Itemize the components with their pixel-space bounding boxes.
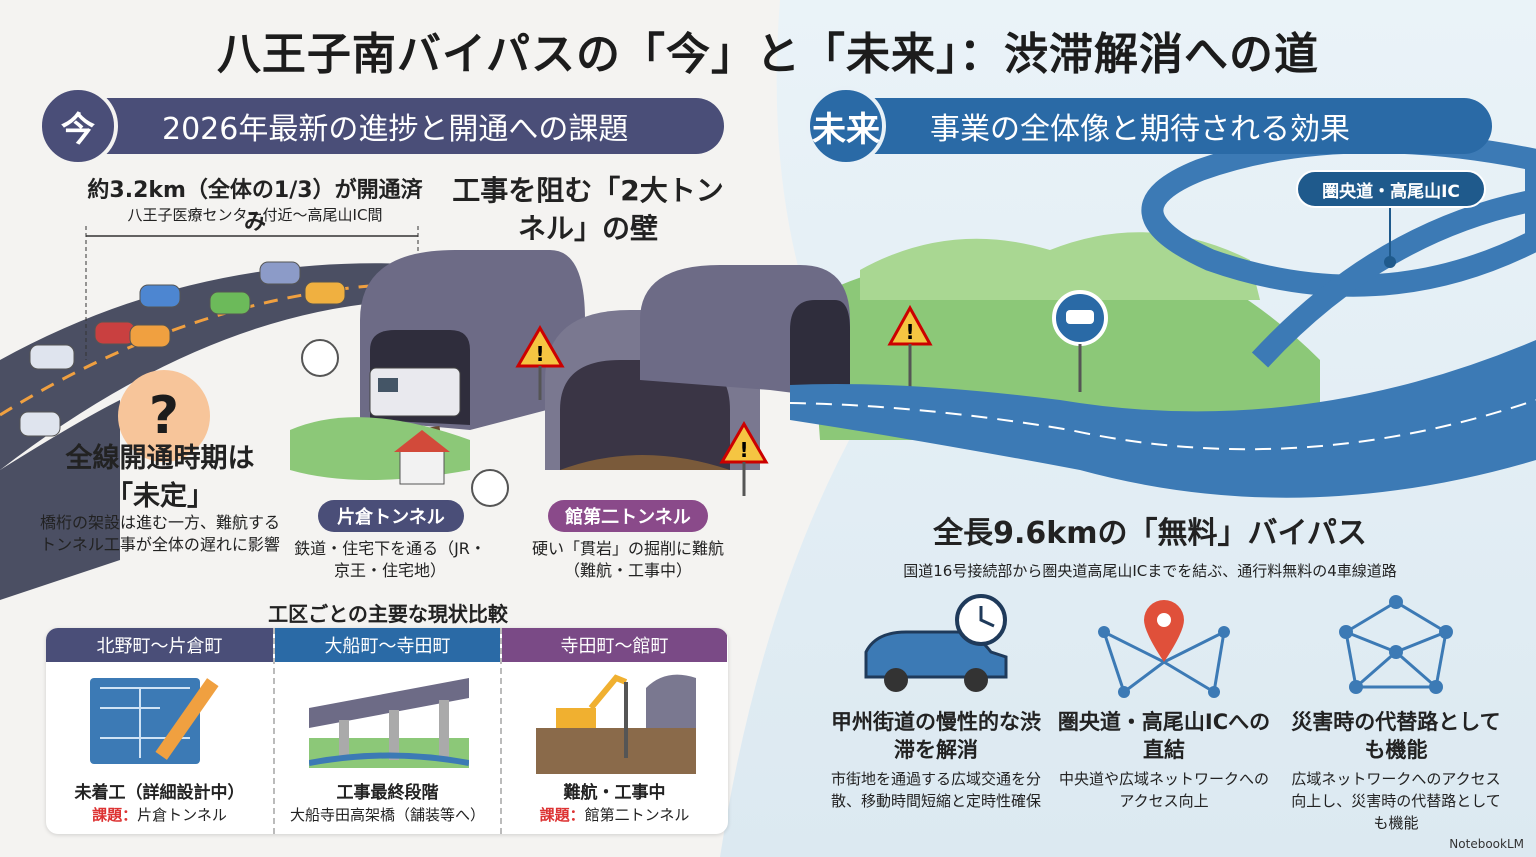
benefit-desc: 市街地を通過する広域交通を分散、移動時間短縮と定時性確保 [830, 770, 1041, 810]
free-bypass-title: 全長9.6kmの「無料」バイパス [933, 516, 1367, 551]
section-column: 北野町〜片倉町 未着工（詳細設計中） 課題：片倉トンネル [46, 628, 273, 834]
kan-tunnel-label: 館第二トンネル [548, 500, 708, 532]
future-badge: 未来 [806, 86, 886, 166]
section-name: 大船町〜寺田町 [275, 628, 500, 662]
car [209, 291, 251, 315]
car [304, 281, 346, 305]
benefit-title: 甲州街道の慢性的な渋滞を解消 [831, 710, 1041, 762]
undecided-title: 全線開通時期は「未定」 [65, 443, 255, 512]
benefit-title: 災害時の代替路としても機能 [1291, 710, 1501, 762]
undecided-desc: 橋桁の架設は進む一方、難航するトンネル工事が全体の遅れに影響 [40, 513, 281, 554]
kan-tunnel-desc: 硬い「貫岩」の掘削に難航（難航・工事中） [531, 539, 724, 580]
progress-main: 約3.2km（全体の1/3）が開通済み [87, 178, 423, 235]
svg-text:!: ! [905, 320, 914, 344]
left-highway [0, 263, 430, 470]
section-status: 難航・工事中 [563, 783, 666, 803]
section-name: 北野町〜片倉町 [46, 628, 273, 662]
house [399, 449, 445, 485]
warning-icon: ! [719, 421, 769, 496]
excavator-icon [536, 674, 696, 774]
future-section-header: 未来 事業の全体像と期待される効果 [806, 86, 1492, 166]
question-icon: ? [118, 370, 210, 462]
svg-text:!: ! [535, 342, 544, 366]
katakura-tunnel-label: 片倉トンネル [318, 500, 464, 532]
network-icon [1339, 595, 1453, 694]
green-hill-back [860, 232, 1260, 300]
blueprint-pencil-icon [90, 678, 219, 764]
credit: NotebookLM [1449, 837, 1524, 851]
svg-text:!: ! [739, 438, 748, 462]
future-highway [790, 340, 1536, 498]
car-road-sign-icon [1052, 290, 1108, 392]
warning-icon: ! [887, 304, 933, 392]
section-column: 大船町〜寺田町 工事最終段階 大船寺田高架橋（舗装等へ） [273, 628, 500, 834]
section-comparison-table: 北野町〜片倉町 未着工（詳細設計中） 課題：片倉トンネル 大船町〜寺田町 工事最… [46, 628, 728, 834]
map-pin-network-icon [1098, 600, 1230, 698]
tunnel-walls-title: 工事を阻む「2大トンネル」の壁 [452, 174, 724, 245]
benefit-title: 圏央道・高尾山ICへの直結 [1057, 710, 1271, 762]
car [129, 324, 171, 348]
train-sign-icon [471, 469, 509, 507]
section-issue: 大船寺田高架橋（舗装等へ） [289, 806, 485, 824]
main-title: 八王子南バイパスの「今」と「未来」：渋滞解消への道 [216, 29, 1320, 80]
now-heading: 2026年最新の進捗と開通への課題 [162, 112, 629, 147]
viaduct-icon [309, 678, 469, 768]
benefit-desc: 広域ネットワークへのアクセス向上し、災害時の代替路としても機能 [1291, 770, 1501, 832]
ic-sign: 圏央道・高尾山IC [1296, 170, 1486, 208]
section-status: 未着工（詳細設計中） [74, 783, 245, 803]
compare-title: 工区ごとの主要な現状比較 [268, 602, 508, 626]
car [259, 261, 301, 285]
benefit-desc: 中央道や広域ネットワークへのアクセス向上 [1058, 770, 1269, 810]
section-issue: 課題：片倉トンネル [92, 806, 227, 824]
car [94, 321, 136, 345]
now-badge: 今 [38, 86, 118, 166]
car [19, 411, 61, 437]
now-section-header: 今 2026年最新の進捗と開通への課題 [38, 86, 724, 166]
section-issue: 課題：館第二トンネル [539, 806, 690, 824]
katakura-tunnel-desc: 鉄道・住宅下を通る（JR・京王・住宅地） [294, 539, 486, 580]
section-status: 工事最終段階 [336, 783, 439, 803]
car-clock-icon [864, 594, 1008, 692]
section-name: 寺田町〜館町 [502, 628, 727, 662]
free-bypass-sub: 国道16号接続部から圏央道高尾山ICまでを結ぶ、通行料無料の4車線道路 [903, 562, 1397, 580]
progress-sub: 八王子医療センター付近〜高尾山IC間 [127, 206, 383, 224]
warning-icon: ! [515, 325, 565, 400]
car [139, 284, 181, 308]
train-sign-icon [301, 339, 339, 377]
future-heading: 事業の全体像と期待される効果 [930, 112, 1350, 147]
left-road-lower [0, 400, 120, 600]
car [29, 344, 75, 370]
section-column: 寺田町〜館町 難航・工事中 課題：館第二トンネル [500, 628, 727, 834]
